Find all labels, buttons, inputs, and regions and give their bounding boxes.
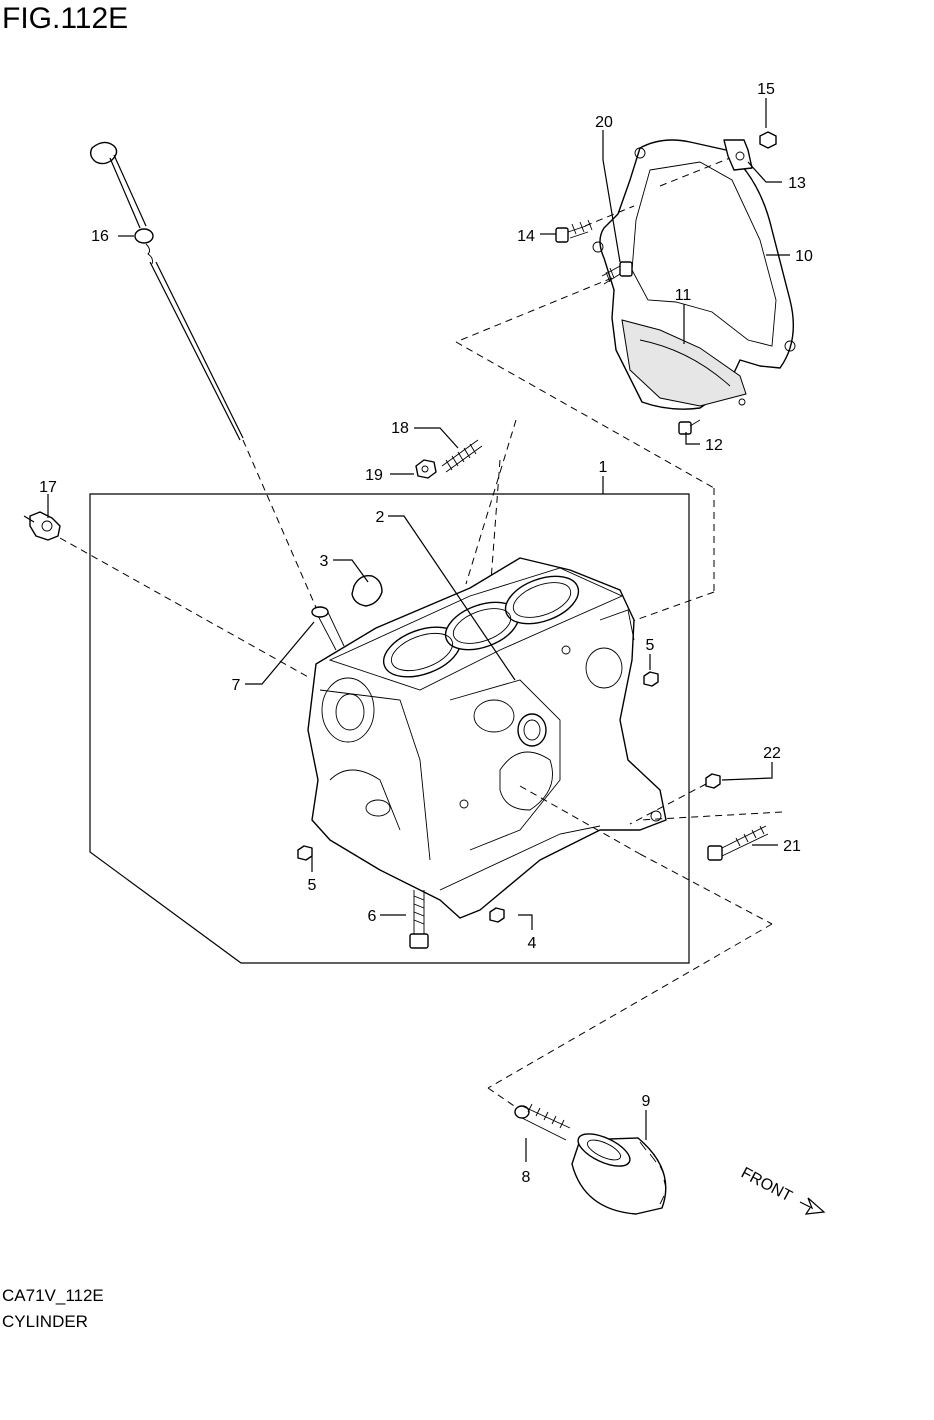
stud-20-part bbox=[601, 261, 633, 285]
front-label: FRONT bbox=[738, 1165, 795, 1206]
plug-5b-part bbox=[297, 845, 313, 861]
callout-17: 17 bbox=[39, 479, 57, 496]
plug-3-part bbox=[351, 575, 383, 607]
bolt-21-part bbox=[707, 825, 769, 861]
plug-5a-part bbox=[643, 671, 659, 687]
callout-numbers: 1 2 3 4 5 5 6 7 8 9 10 11 12 13 14 15 16… bbox=[39, 81, 813, 1186]
callout-16: 16 bbox=[91, 228, 109, 245]
callout-10: 10 bbox=[795, 248, 813, 265]
callout-1: 1 bbox=[599, 459, 608, 476]
bolt-14-part bbox=[555, 219, 593, 243]
callout-5b: 5 bbox=[308, 877, 317, 894]
figure-title: FIG.112E bbox=[2, 2, 129, 35]
callout-20: 20 bbox=[595, 114, 613, 131]
oil-filter-part bbox=[571, 1133, 667, 1215]
seal-2-part bbox=[517, 713, 547, 747]
nut-19-part bbox=[415, 459, 437, 479]
cylinder-block-part bbox=[307, 557, 667, 919]
pipe-7-part bbox=[311, 606, 345, 651]
stud-18-part bbox=[441, 439, 483, 473]
front-indicator: FRONT bbox=[738, 1165, 826, 1215]
callout-21: 21 bbox=[783, 838, 801, 855]
callout-14: 14 bbox=[517, 228, 535, 245]
nut-15-part bbox=[759, 131, 777, 149]
dipstick-part bbox=[89, 141, 244, 441]
callout-5a: 5 bbox=[646, 637, 655, 654]
callout-3: 3 bbox=[320, 553, 329, 570]
callout-19: 19 bbox=[365, 467, 383, 484]
callout-22: 22 bbox=[763, 745, 781, 762]
callout-9: 9 bbox=[642, 1093, 651, 1110]
union-bolt-8-part bbox=[514, 1103, 571, 1141]
leader-lines bbox=[47, 98, 790, 1162]
callout-15: 15 bbox=[757, 81, 775, 98]
callout-18: 18 bbox=[391, 420, 409, 437]
figure-name: CYLINDER bbox=[2, 1312, 88, 1331]
bolt-12-part bbox=[678, 419, 701, 435]
plug-4-part bbox=[489, 907, 505, 923]
callout-11: 11 bbox=[675, 287, 692, 304]
figure-code: CA71V_112E bbox=[2, 1286, 104, 1305]
block-assembly-frame bbox=[89, 493, 690, 964]
callout-13: 13 bbox=[788, 175, 806, 192]
callout-6: 6 bbox=[368, 908, 377, 925]
callout-8: 8 bbox=[522, 1169, 531, 1186]
plug-22-part bbox=[705, 773, 721, 789]
bracket-13-part bbox=[723, 139, 753, 171]
cover-part bbox=[621, 319, 747, 407]
callout-7: 7 bbox=[232, 677, 241, 694]
callout-4: 4 bbox=[528, 935, 537, 952]
bolt-6-part bbox=[409, 890, 429, 949]
callout-12: 12 bbox=[705, 437, 723, 454]
callout-2: 2 bbox=[376, 509, 385, 526]
sensor-part bbox=[23, 511, 61, 541]
